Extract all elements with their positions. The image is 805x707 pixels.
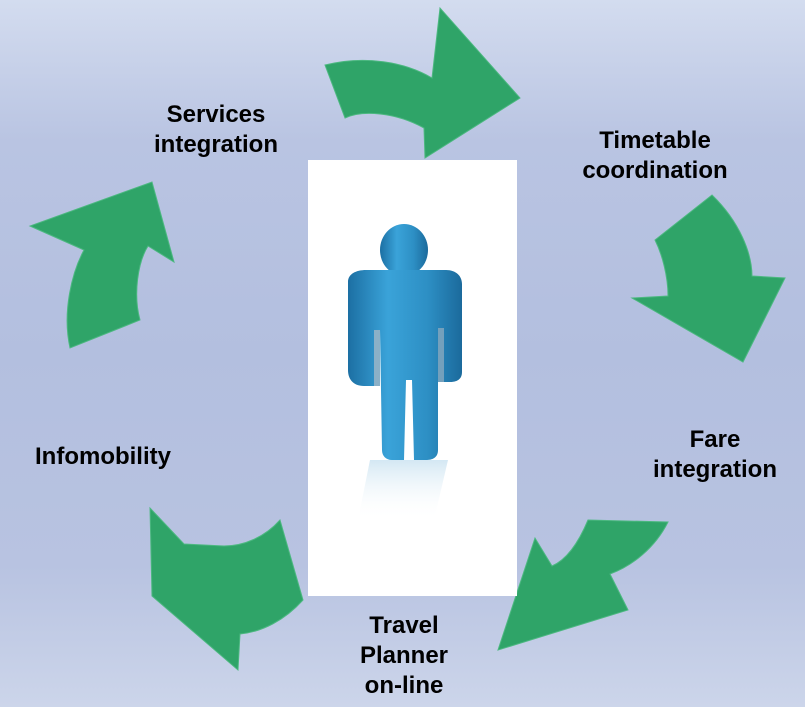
arrow-travel-to-infomobility [149,506,304,672]
node-travel-planner-online: Travel Planner on-line [340,611,468,701]
arrow-fare-to-travel [497,519,669,651]
node-label-line: Timetable [599,127,711,154]
node-label-line: on-line [364,672,444,699]
node-timetable-coordination: Timetable coordination [540,126,770,186]
node-fare-integration: Fare integration [630,425,800,485]
arrow-services-to-timetable [324,6,521,159]
node-label-line: integration [653,456,777,483]
node-services-integration: Services integration [136,100,296,160]
person-figure-icon [348,224,462,520]
node-label-line: Planner [359,642,449,669]
node-label-line: Travel [369,612,439,639]
arrow-timetable-to-fare [630,194,786,363]
node-label-line: Infomobility [35,443,171,470]
node-label-line: Fare [689,426,741,453]
node-infomobility: Infomobility [6,442,200,472]
node-label-line: coordination [582,157,728,184]
arrow-infomobility-to-services [28,181,175,349]
node-label-line: Services [166,101,266,128]
center-image-card [308,160,517,596]
node-label-line: integration [154,131,278,158]
